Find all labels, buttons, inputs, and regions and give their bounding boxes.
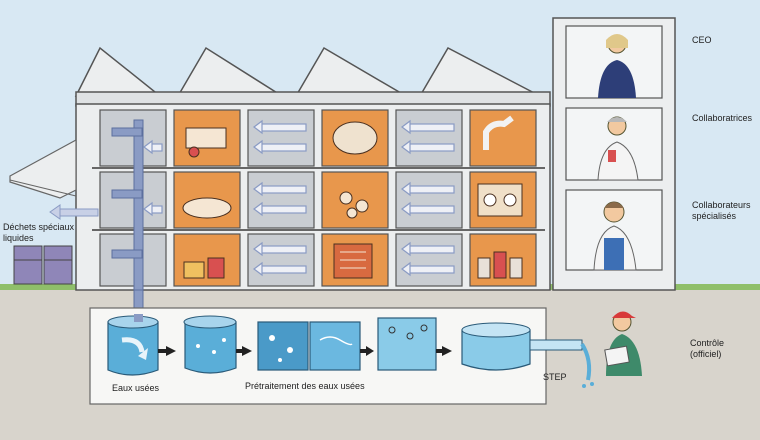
filter-block (377, 317, 437, 371)
drain-pipe (111, 119, 144, 315)
room-office (395, 171, 463, 229)
aeration-tank (184, 321, 237, 374)
roof (74, 46, 541, 97)
drum-icon (332, 121, 378, 155)
liquid-waste-containers (13, 245, 73, 285)
label-pretraitement: Prétraitement des eaux usées (245, 381, 365, 391)
lab-bench-icon (185, 127, 227, 149)
outflow-pipe (529, 339, 594, 388)
flask-icon (188, 146, 200, 158)
room-office (395, 109, 463, 167)
floor-rails (92, 167, 545, 231)
room-office (247, 233, 315, 287)
barrels-icon (477, 257, 491, 279)
grill-icon (333, 243, 373, 279)
collaborateur-figure (593, 201, 637, 271)
clarifier-tank (461, 329, 531, 371)
room-office (247, 171, 315, 229)
treatment-process (107, 315, 531, 376)
lab-equipment (182, 115, 523, 279)
label-eaux-usees: Eaux usées (112, 383, 160, 393)
room-office (99, 233, 167, 287)
label-controle: Contrôle (officiel) (690, 338, 725, 359)
label-step: STEP (543, 372, 567, 382)
label-collaborateurs-specialises: Collaborateurs spécialisés (692, 200, 751, 221)
food-prep-icon (183, 261, 205, 279)
wastewater-tank (107, 321, 159, 376)
chimney-icon (483, 115, 514, 150)
label-collaboratrices: Collaboratrices (692, 113, 753, 123)
collaboratrice-figure (597, 116, 639, 181)
loading-canopy (9, 138, 77, 199)
pellets-icon (339, 191, 353, 205)
tray-icon (182, 197, 232, 219)
room-lab (469, 109, 537, 167)
room-lab (321, 171, 389, 229)
pretreatment-block-1 (257, 321, 309, 371)
label-ceo: CEO (692, 35, 712, 45)
inspector-figure (604, 311, 642, 376)
ceo-figure (598, 34, 636, 98)
pretreatment-block-2 (309, 321, 361, 371)
flow-arrows (143, 119, 455, 277)
room-office (395, 233, 463, 287)
label-dechets-speciaux: Déchets spéciaux liquides (3, 222, 75, 243)
room-office (247, 109, 315, 167)
room-lab (173, 233, 241, 287)
room-office (99, 109, 167, 167)
process-arrows (158, 346, 452, 356)
room-office (99, 171, 167, 229)
waste-outflow-arrow (49, 204, 99, 220)
drain-link (134, 314, 143, 322)
